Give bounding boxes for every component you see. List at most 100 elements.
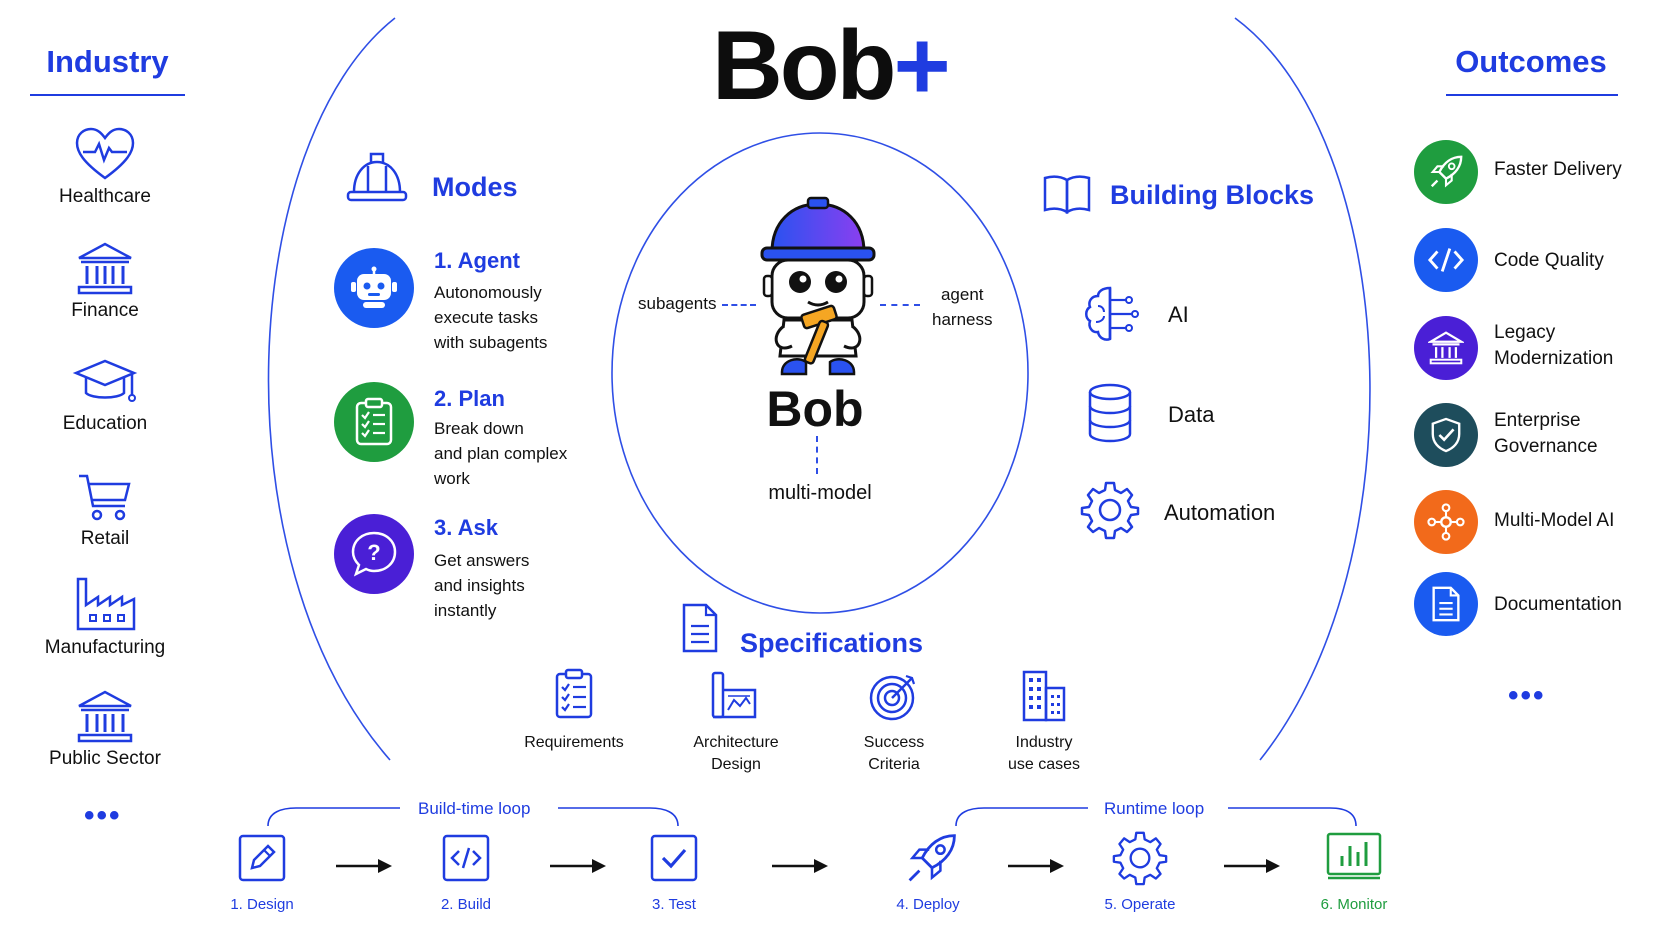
- page-title: Bob+: [712, 10, 951, 120]
- mode-desc-line: Autonomously: [434, 283, 542, 302]
- outcomes-more-dots: •••: [1508, 679, 1546, 712]
- database-icon: [1088, 383, 1132, 443]
- pencil-icon: [238, 834, 286, 882]
- heart-pulse-icon: [75, 127, 135, 180]
- center-harness-line: agent: [940, 285, 984, 304]
- outcome-documentation-badge: [1414, 572, 1478, 636]
- industry-label: Finance: [71, 300, 139, 321]
- spec-label-line: Success: [863, 734, 925, 751]
- outcome-legacy-modernization-label: Legacy Modernization: [1494, 320, 1613, 372]
- industry-item-retail: Retail: [20, 470, 190, 550]
- network-icon: [1427, 503, 1465, 541]
- step-deploy-label: 4. Deploy: [896, 896, 960, 913]
- gear-icon: [1080, 481, 1140, 540]
- outcome-code-quality-label: Code Quality: [1494, 248, 1604, 274]
- specifications-title: Specifications: [740, 628, 924, 658]
- outcome-label-line: Faster Delivery: [1494, 159, 1622, 180]
- mode-desc-line: execute tasks: [434, 308, 538, 327]
- spec-label-line: use cases: [1007, 756, 1081, 773]
- outcomes-title: Outcomes: [1455, 44, 1607, 79]
- rocket-icon: [1430, 155, 1463, 188]
- industry-label: Public Sector: [49, 748, 161, 769]
- cart-icon: [79, 474, 131, 521]
- outcome-faster-delivery-badge: [1414, 140, 1478, 204]
- center-right-connector: [880, 304, 920, 306]
- building-blocks-title: Building Blocks: [1110, 180, 1315, 210]
- industry-item-public-sector: Public Sector: [20, 688, 190, 770]
- spec-industry-label: Industry use cases: [984, 732, 1104, 776]
- center-name: Bob: [766, 381, 864, 437]
- question-bubble-icon: ?: [351, 531, 397, 577]
- outcome-multi-model-label: Multi-Model AI: [1494, 508, 1614, 534]
- bank-icon: [1428, 331, 1464, 365]
- outcome-label-line: Code Quality: [1494, 250, 1604, 271]
- mode-ask-desc: Get answers and insights instantly: [434, 548, 529, 623]
- center-subagents-label: subagents: [638, 294, 717, 313]
- step-test-label: 3. Test: [652, 896, 696, 913]
- bob-mascot: [760, 196, 876, 376]
- mode-desc-line: instantly: [434, 601, 497, 620]
- rocket-icon: [908, 834, 956, 882]
- outcome-label-line: Documentation: [1494, 594, 1622, 615]
- spec-label-line: Requirements: [524, 734, 624, 751]
- hard-hat-icon: [346, 152, 408, 202]
- spec-label-line: Architecture: [693, 734, 779, 751]
- industry-label: Retail: [80, 528, 130, 549]
- mode-plan-desc: Break down and plan complex work: [434, 416, 567, 491]
- mode-agent-badge: [334, 248, 414, 328]
- runtime-loop-label: Runtime loop: [1094, 799, 1215, 819]
- document-icon: [682, 603, 718, 653]
- industry-label: Manufacturing: [44, 637, 166, 658]
- mode-agent-desc: Autonomously execute tasks with subagent…: [434, 280, 547, 355]
- code-icon: [1427, 248, 1465, 272]
- spec-success-label: Success Criteria: [834, 732, 954, 776]
- title-plus: +: [893, 10, 951, 120]
- mode-ask-title: 3. Ask: [434, 515, 499, 540]
- open-book-icon: [1043, 175, 1091, 214]
- mode-ask-badge: ?: [334, 514, 414, 594]
- mode-desc-line: Get answers: [434, 551, 530, 570]
- industry-title: Industry: [46, 44, 169, 79]
- mode-plan-title: 2. Plan: [434, 386, 505, 411]
- gear-icon: [1112, 831, 1168, 886]
- step-build-label: 2. Build: [440, 896, 492, 913]
- brain-circuit-icon: [1085, 286, 1139, 341]
- center-bottom-connector: [816, 436, 818, 474]
- center-harness-line: harness: [932, 310, 993, 329]
- checkbox-icon: [650, 834, 698, 882]
- spec-label-line: Criteria: [868, 756, 920, 773]
- arrows: [336, 859, 1280, 873]
- outcome-label-line: Governance: [1494, 436, 1598, 457]
- robot-icon: [351, 266, 397, 308]
- spec-architecture-label: Architecture Design: [676, 732, 796, 776]
- outcome-enterprise-governance-badge: [1414, 403, 1478, 467]
- target-icon: [869, 674, 916, 721]
- graduation-cap-icon: [72, 359, 138, 402]
- build-time-loop-label: Build-time loop: [408, 799, 541, 819]
- mode-desc-line: work: [434, 469, 470, 488]
- building-block-data-label: Data: [1168, 402, 1215, 427]
- title-main: Bob: [712, 10, 896, 120]
- mode-desc-line: and insights: [434, 576, 525, 595]
- outcome-documentation-label: Documentation: [1494, 592, 1622, 618]
- shield-check-icon: [1431, 417, 1461, 453]
- outcome-multi-model-badge: [1414, 490, 1478, 554]
- outcome-label-line: Multi-Model AI: [1494, 510, 1615, 531]
- mode-desc-line: with subagents: [434, 333, 548, 352]
- industry-more-dots: •••: [84, 799, 122, 832]
- building-block-automation-label: Automation: [1164, 500, 1276, 525]
- bank-icon: [77, 242, 133, 295]
- document-icon: [1432, 586, 1460, 622]
- svg-text:?: ?: [367, 540, 380, 565]
- spec-label-line: Design: [711, 756, 761, 773]
- industry-item-healthcare: Healthcare: [20, 126, 190, 208]
- center-harness-label: agent harness: [932, 282, 992, 332]
- outcomes-rule: [1446, 94, 1618, 96]
- clipboard-list-icon: [355, 397, 393, 446]
- industry-rule: [30, 94, 185, 96]
- industry-item-finance: Finance: [20, 240, 190, 322]
- mode-plan-badge: [334, 382, 414, 462]
- outcome-label-line: Enterprise: [1494, 410, 1581, 431]
